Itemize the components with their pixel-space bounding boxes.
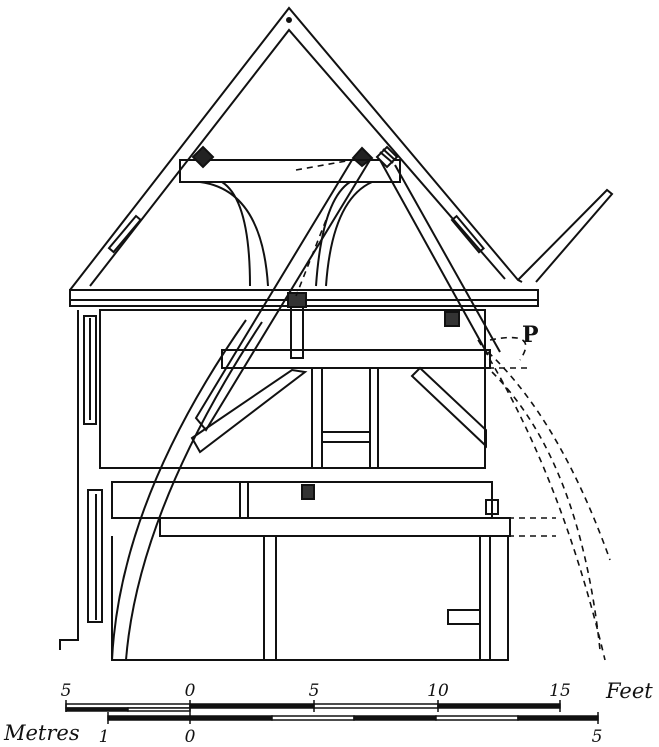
lower-wall-body [111, 536, 509, 661]
collar-beam [179, 159, 401, 183]
rafter-slot-left [107, 214, 143, 254]
lower-door-frame [447, 609, 481, 625]
feet-tick-label: 5 [61, 681, 72, 701]
upper-brace-right [410, 366, 487, 449]
purlin-centre [351, 146, 374, 168]
cruck-blade-outer [111, 319, 247, 661]
feet-unit-label: Feet [605, 679, 653, 703]
upper-right-block [444, 311, 460, 327]
roof-outer-outline [69, 6, 523, 291]
lower-floor-beam [159, 517, 511, 537]
upper-side-pier [83, 315, 97, 425]
feet-scale-bar [65, 700, 561, 712]
feet-tick-label: 10 [427, 681, 449, 701]
feet-tick-label: 0 [185, 681, 196, 701]
metres-unit-label: Metres [3, 721, 80, 745]
cruck-blade-inner [125, 321, 263, 661]
arch-brace-left [199, 181, 269, 287]
point-label: P [522, 322, 539, 348]
window-rail [321, 431, 371, 443]
metres-scale-bar [107, 712, 599, 724]
feet-tick-label: 5 [309, 681, 320, 701]
roof-right-extension [517, 188, 614, 283]
projection-lines [295, 159, 611, 661]
lower-side-pier [87, 489, 103, 623]
metres-tick-label: 5 [592, 727, 603, 747]
lower-storey [59, 319, 511, 661]
diagonal-rafter [194, 159, 372, 432]
arch-brace-right [315, 181, 373, 287]
upper-brace-left [190, 368, 308, 454]
feet-tick-label: 15 [549, 681, 571, 701]
roof-truss [69, 6, 614, 432]
metres-tick-label: 1 [99, 727, 110, 747]
upper-wall-frame [99, 309, 486, 469]
upper-floor-beam [221, 349, 491, 369]
rafter-slot-right [450, 214, 486, 254]
upper-storey [77, 292, 491, 469]
purlin-left [191, 145, 215, 169]
lower-post-stub [239, 481, 249, 519]
metres-tick-label: 0 [185, 727, 196, 747]
roof-inner-outline [89, 28, 506, 287]
